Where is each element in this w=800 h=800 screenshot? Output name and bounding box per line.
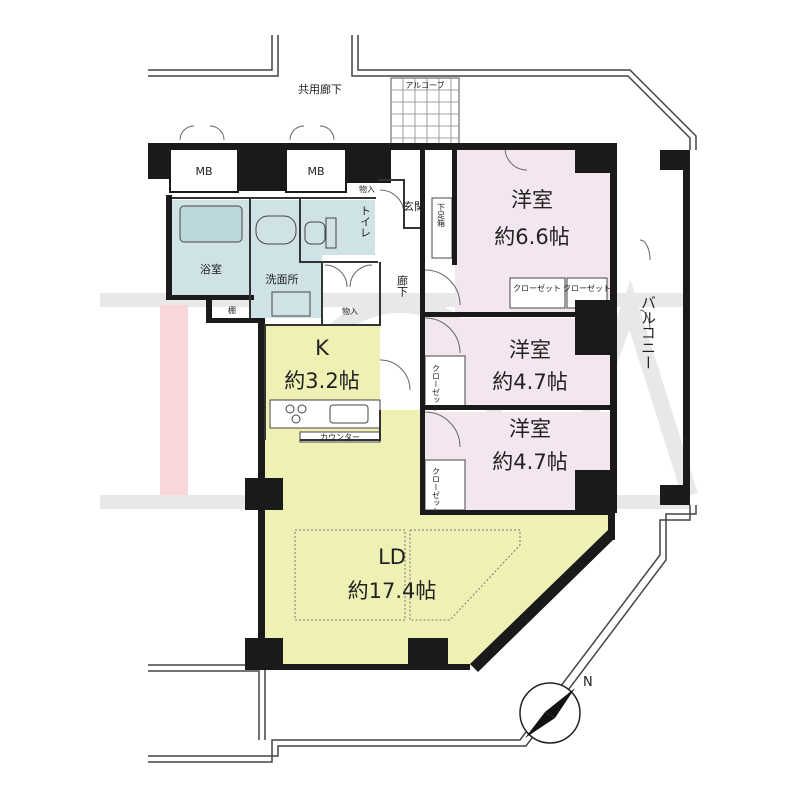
western-room-2-floor xyxy=(425,318,612,408)
partitions xyxy=(172,179,420,441)
western-room-1-size: 約6.6帖 xyxy=(494,225,569,249)
storage-hall-label: 物入 xyxy=(342,306,358,316)
hallway-label: 廊下 xyxy=(396,274,409,298)
fixtures xyxy=(179,205,521,621)
door-swings xyxy=(179,125,651,448)
closet-room1-b: クローゼット xyxy=(563,283,611,293)
entrance-label: 玄関 xyxy=(403,199,425,213)
common-corridor-label: 共用廊下 xyxy=(298,82,342,96)
storage-entrance-label: 物入 xyxy=(359,184,375,194)
closet-room3: クローゼット xyxy=(432,467,441,515)
western-room-1-name: 洋室 xyxy=(511,188,553,212)
western-room-3-name: 洋室 xyxy=(509,417,551,441)
compass: N xyxy=(519,675,593,744)
mb-right-label: MB xyxy=(307,165,324,178)
western-room-3-floor xyxy=(425,412,612,512)
walls xyxy=(148,143,690,672)
alcove-label: アルコーブ xyxy=(405,80,444,90)
north-label: N xyxy=(583,675,593,690)
meter-boxes xyxy=(169,147,347,193)
shelf-label: 棚 xyxy=(228,305,236,315)
western-room-3-size: 約4.7帖 xyxy=(492,450,567,474)
ld-size: 約17.4帖 xyxy=(348,579,437,603)
toilet-floor xyxy=(300,200,375,255)
kitchen-size: 約3.2帖 xyxy=(284,369,359,393)
ld-floor xyxy=(265,410,610,668)
western-room-2-name: 洋室 xyxy=(509,338,551,362)
counter-label: カウンター xyxy=(320,433,360,442)
mb-left-label: MB xyxy=(195,165,212,178)
shoe-box-label: 下足箱 xyxy=(437,203,446,228)
kitchen-name: K xyxy=(315,336,330,360)
alcove-tiles xyxy=(390,77,460,149)
washroom-label: 洗面所 xyxy=(266,273,299,286)
closet-room1-a: クローゼット xyxy=(513,283,561,293)
bathroom-label: 浴室 xyxy=(200,262,222,276)
western-room-1-floor xyxy=(455,148,612,312)
outer-lines xyxy=(148,35,697,763)
toilet-label: トイレ xyxy=(359,205,372,238)
western-room-2-size: 約4.7帖 xyxy=(492,370,567,394)
balcony-label: バルコニー xyxy=(639,295,657,370)
closet-room2: クローゼット xyxy=(432,364,441,412)
ld-name: LD xyxy=(378,545,406,569)
